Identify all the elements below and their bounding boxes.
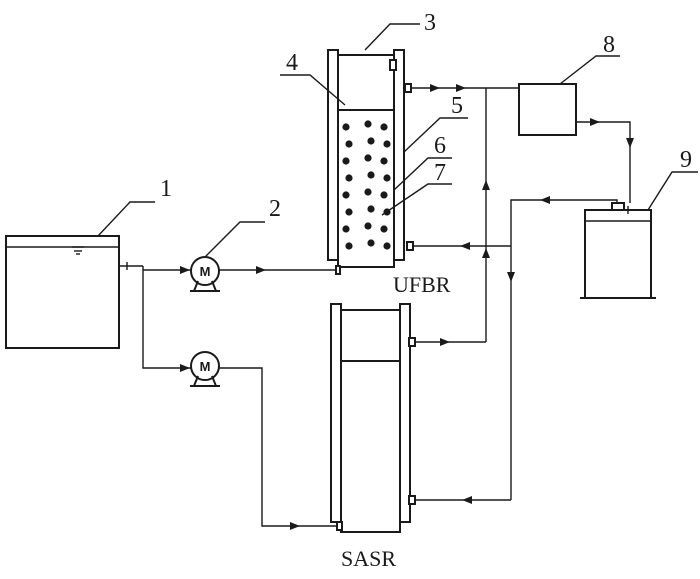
callout-5: 5 (451, 93, 463, 119)
particle (364, 188, 372, 196)
pump-lower-symbol: M (200, 359, 211, 374)
particle (380, 123, 388, 131)
particle (367, 171, 375, 179)
flow-arrow-icon (482, 180, 490, 190)
particle (367, 239, 375, 247)
unit-8-box (518, 83, 577, 136)
particle (345, 174, 353, 182)
flow-arrow-icon (456, 84, 466, 92)
callout-3: 3 (424, 10, 436, 36)
feed-tank (5, 235, 120, 349)
flow-arrow-icon (482, 248, 490, 258)
callout-4: 4 (286, 50, 298, 76)
particle (342, 157, 350, 165)
particle (380, 157, 388, 165)
flow-arrow-icon (440, 338, 450, 346)
sasr-label: SASR (341, 546, 396, 571)
flow-arrow-icon (462, 496, 472, 504)
callout-8: 8 (603, 32, 615, 58)
flow-arrow-icon (590, 118, 600, 126)
flow-arrow-icon (290, 522, 300, 530)
flow-arrow-icon (430, 84, 440, 92)
callout-2: 2 (269, 196, 281, 222)
particle (342, 225, 350, 233)
particle (367, 137, 375, 145)
flow-arrow-icon (460, 242, 470, 250)
pump-icon: M (190, 256, 220, 292)
particle (345, 208, 353, 216)
callout-6: 6 (434, 133, 446, 159)
particle (383, 174, 391, 182)
flow-arrow-icon (507, 272, 515, 282)
particle (345, 242, 353, 250)
pump-upper-symbol: M (200, 264, 211, 279)
particle (380, 191, 388, 199)
callout-1: 1 (160, 176, 172, 202)
piping (119, 83, 631, 531)
particle (383, 242, 391, 250)
callout-9: 9 (680, 147, 692, 173)
particle (364, 154, 372, 162)
flow-arrow-icon (626, 138, 634, 148)
particle (380, 225, 388, 233)
flow-arrow-icon (540, 196, 550, 204)
flow-arrow-icon (180, 364, 190, 372)
particle (342, 123, 350, 131)
particle (367, 205, 375, 213)
pump-icon: M (190, 351, 220, 387)
collection-vessel (580, 202, 656, 299)
particle (345, 140, 353, 148)
leader-lines (97, 23, 698, 258)
particle (342, 191, 350, 199)
callout-7: 7 (434, 160, 446, 186)
sasr-column (330, 303, 411, 533)
flow-arrows (180, 84, 634, 530)
flow-arrow-icon (180, 266, 190, 274)
particle (364, 120, 372, 128)
particle (364, 222, 372, 230)
particle (383, 140, 391, 148)
ufbr-column (327, 49, 405, 268)
flow-arrow-icon (256, 266, 266, 274)
ufbr-label: UFBR (393, 272, 451, 297)
